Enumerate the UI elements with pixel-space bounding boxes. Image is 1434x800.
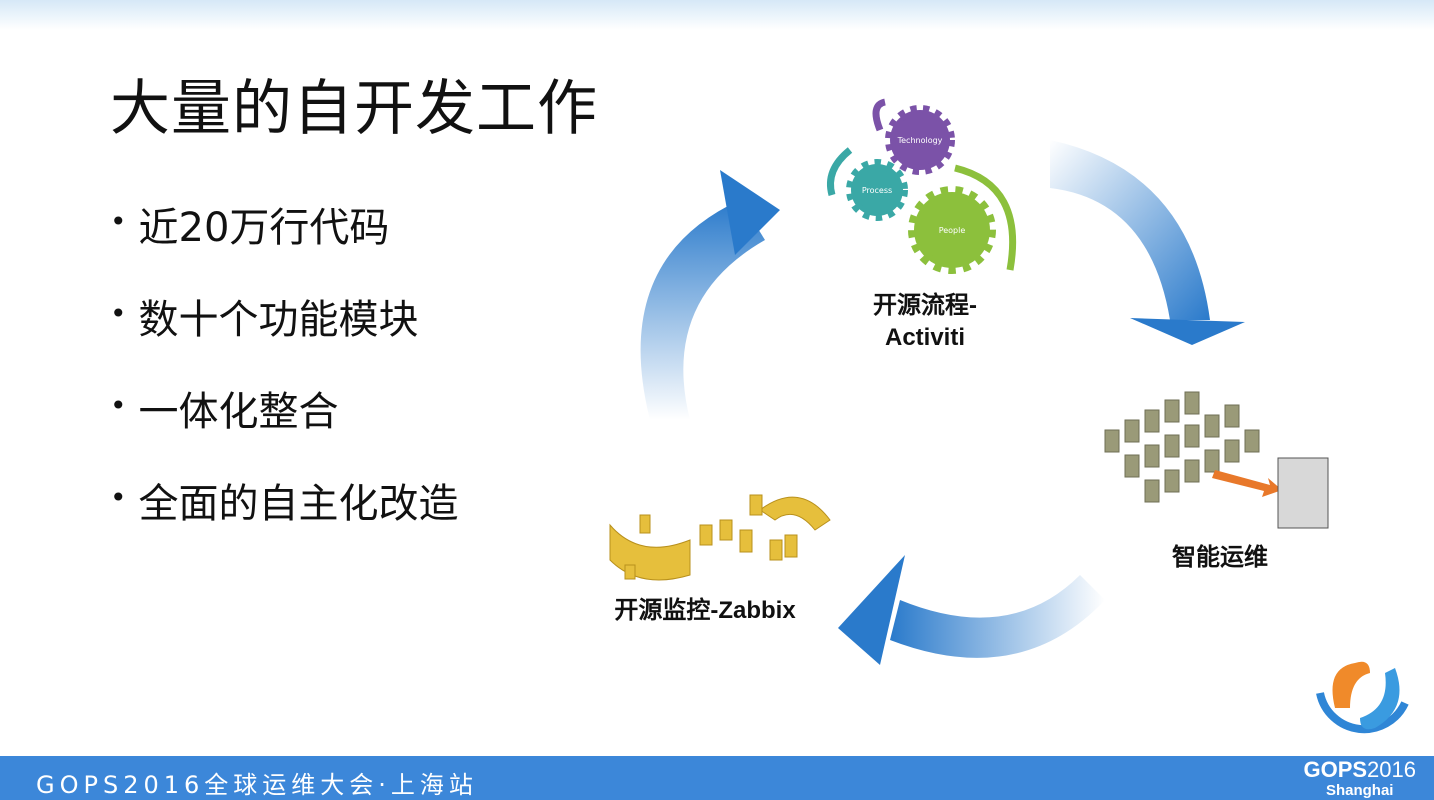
slide-title: 大量的自开发工作 (110, 74, 598, 144)
node-label-line: 开源流程- (873, 292, 977, 319)
brand-name: GOPS (1303, 757, 1368, 782)
node-label-aiops: 智能运维 (1172, 544, 1268, 571)
brand-year: 2016 (1367, 757, 1416, 782)
bullet-item: •一体化整合 (110, 379, 459, 471)
gear-process-icon (846, 159, 908, 221)
bullet-item: •近20万行代码 (110, 195, 459, 287)
cycle-arrow-top-right (1050, 140, 1245, 345)
top-decoration-band (0, 0, 1434, 30)
server-cluster-illustration (1104, 391, 1329, 529)
bullet-item: •数十个功能模块 (110, 287, 459, 379)
network-diagram-illustration (609, 494, 831, 581)
bullet-text: 近20万行代码 (138, 205, 390, 251)
bullet-text: 数十个功能模块 (138, 297, 419, 343)
bullet-text: 一体化整合 (138, 389, 339, 435)
gear-label: Technology (897, 136, 943, 145)
server-icon (1277, 457, 1329, 529)
node-label-line: Activiti (884, 324, 965, 351)
bullet-item: •全面的自主化改造 (110, 471, 459, 563)
footer-bar: GOPS2016全球运维大会·上海站 GOPS2016 Shanghai (0, 756, 1434, 800)
bullet-text: 全面的自主化改造 (138, 481, 459, 527)
gear-technology-icon (885, 105, 955, 175)
bullet-list: •近20万行代码 •数十个功能模块 •一体化整合 •全面的自主化改造 (110, 195, 459, 563)
cycle-arrow-bottom (838, 555, 1105, 665)
node-label-activiti: 开源流程- Activiti (845, 290, 1005, 354)
gear-label: People (939, 226, 966, 235)
gear-people-icon (908, 186, 996, 274)
gear-label: Process (862, 186, 892, 195)
gops-logo-icon (1316, 661, 1409, 734)
gears-illustration: Technology Process People (827, 98, 1017, 274)
footer-event-name: GOPS2016全球运维大会·上海站 (36, 771, 478, 799)
node-label-zabbix: 开源监控-Zabbix (614, 597, 796, 624)
cycle-arrow-left (640, 170, 780, 420)
brand-city: Shanghai (1325, 782, 1394, 799)
footer-brand: GOPS2016 Shanghai (1303, 758, 1416, 800)
